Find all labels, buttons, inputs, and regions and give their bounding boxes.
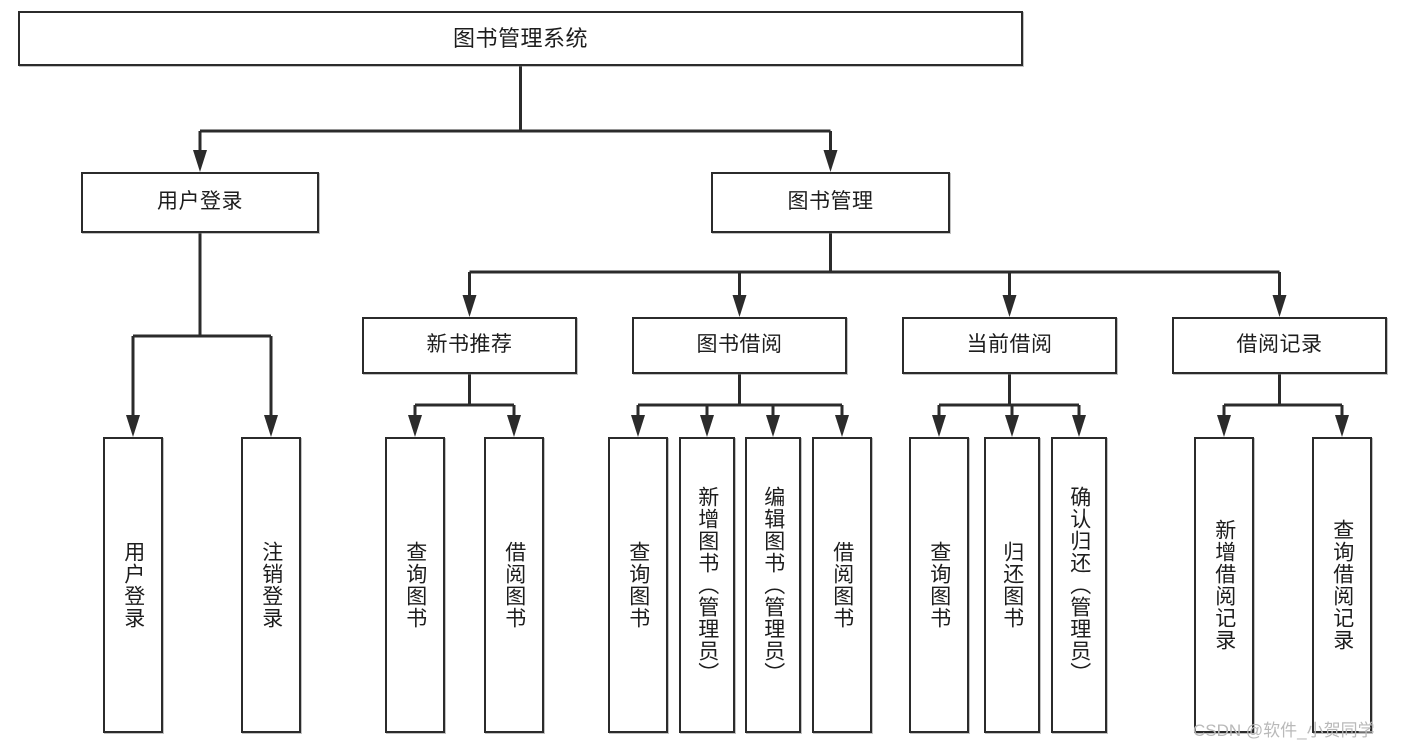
node-leaf-login-in[interactable]: 用户登录 <box>103 437 163 733</box>
node-leaf-rec-add[interactable]: 新增借阅记录 <box>1194 437 1254 733</box>
node-label-records: 借阅记录 <box>1236 333 1323 357</box>
node-leaf-br-query[interactable]: 查询图书 <box>608 437 668 733</box>
arrowhead-current-leaf-cur-return <box>1005 415 1019 437</box>
node-label-leaf-rec-query: 查询借阅记录 <box>1330 519 1354 651</box>
node-label-login: 用户登录 <box>157 190 243 214</box>
node-label-borrow: 图书借阅 <box>696 333 783 357</box>
arrowhead-borrow-leaf-br-query <box>631 415 645 437</box>
node-label-leaf-login-in: 用户登录 <box>121 541 145 629</box>
arrowhead-current-leaf-cur-query <box>932 415 946 437</box>
node-label-leaf-br-add: 新增图书（管理员） <box>695 486 719 684</box>
node-label-root: 图书管理系统 <box>452 25 588 51</box>
node-label-leaf-login-out: 注销登录 <box>259 541 283 629</box>
node-leaf-br-edit[interactable]: 编辑图书（管理员） <box>745 437 801 733</box>
arrowhead-bookmgmt-borrow <box>732 295 747 317</box>
node-label-leaf-br-lend: 借阅图书 <box>830 541 854 629</box>
node-leaf-cur-return[interactable]: 归还图书 <box>984 437 1040 733</box>
edge-group <box>126 66 1349 437</box>
node-leaf-rec-query[interactable]: 查询借阅记录 <box>1312 437 1372 733</box>
node-leaf-login-out[interactable]: 注销登录 <box>241 437 301 733</box>
node-label-leaf-cur-query: 查询图书 <box>927 541 951 629</box>
node-label-leaf-br-edit: 编辑图书（管理员） <box>761 486 785 684</box>
node-label-leaf-cur-confirm: 确认归还（管理员） <box>1067 486 1091 684</box>
csdn-watermark: CSDN @软件_小贺同学 <box>1193 721 1375 740</box>
arrowhead-records-leaf-rec-query <box>1335 415 1349 437</box>
node-leaf-cur-query[interactable]: 查询图书 <box>909 437 969 733</box>
node-leaf-br-lend[interactable]: 借阅图书 <box>812 437 872 733</box>
node-label-leaf-rec-add: 新增借阅记录 <box>1212 519 1236 651</box>
arrowhead-borrow-leaf-br-lend <box>835 415 849 437</box>
arrowhead-bookmgmt-newbook <box>462 295 477 317</box>
node-leaf-br-add[interactable]: 新增图书（管理员） <box>679 437 735 733</box>
node-newbook[interactable]: 新书推荐 <box>362 317 577 374</box>
node-root[interactable]: 图书管理系统 <box>18 11 1023 66</box>
arrowhead-root-bookmgmt <box>823 150 838 172</box>
arrowhead-bookmgmt-current <box>1002 295 1017 317</box>
node-records[interactable]: 借阅记录 <box>1172 317 1387 374</box>
node-label-newbook: 新书推荐 <box>426 333 513 357</box>
arrowhead-newbook-leaf-new-query <box>408 415 422 437</box>
node-current[interactable]: 当前借阅 <box>902 317 1117 374</box>
arrowhead-root-login <box>193 150 207 172</box>
node-bookmgmt[interactable]: 图书管理 <box>711 172 950 233</box>
node-label-leaf-cur-return: 归还图书 <box>1000 541 1024 629</box>
node-leaf-cur-confirm[interactable]: 确认归还（管理员） <box>1051 437 1107 733</box>
arrowhead-borrow-leaf-br-edit <box>766 415 780 437</box>
arrowhead-records-leaf-rec-add <box>1217 415 1231 437</box>
node-leaf-new-borrow[interactable]: 借阅图书 <box>484 437 544 733</box>
node-label-leaf-new-borrow: 借阅图书 <box>502 541 526 629</box>
node-leaf-new-query[interactable]: 查询图书 <box>385 437 445 733</box>
arrowhead-login-leaf-login-out <box>264 415 278 437</box>
node-label-current: 当前借阅 <box>966 333 1053 357</box>
node-label-leaf-br-query: 查询图书 <box>626 541 650 629</box>
arrowhead-current-leaf-cur-confirm <box>1072 415 1086 437</box>
node-label-bookmgmt: 图书管理 <box>787 190 874 214</box>
arrowhead-bookmgmt-records <box>1272 295 1287 317</box>
arrowhead-login-leaf-login-in <box>126 415 140 437</box>
node-borrow[interactable]: 图书借阅 <box>632 317 847 374</box>
arrowhead-newbook-leaf-new-borrow <box>507 415 521 437</box>
node-label-leaf-new-query: 查询图书 <box>403 541 427 629</box>
arrowhead-borrow-leaf-br-add <box>700 415 714 437</box>
node-login[interactable]: 用户登录 <box>81 172 319 233</box>
